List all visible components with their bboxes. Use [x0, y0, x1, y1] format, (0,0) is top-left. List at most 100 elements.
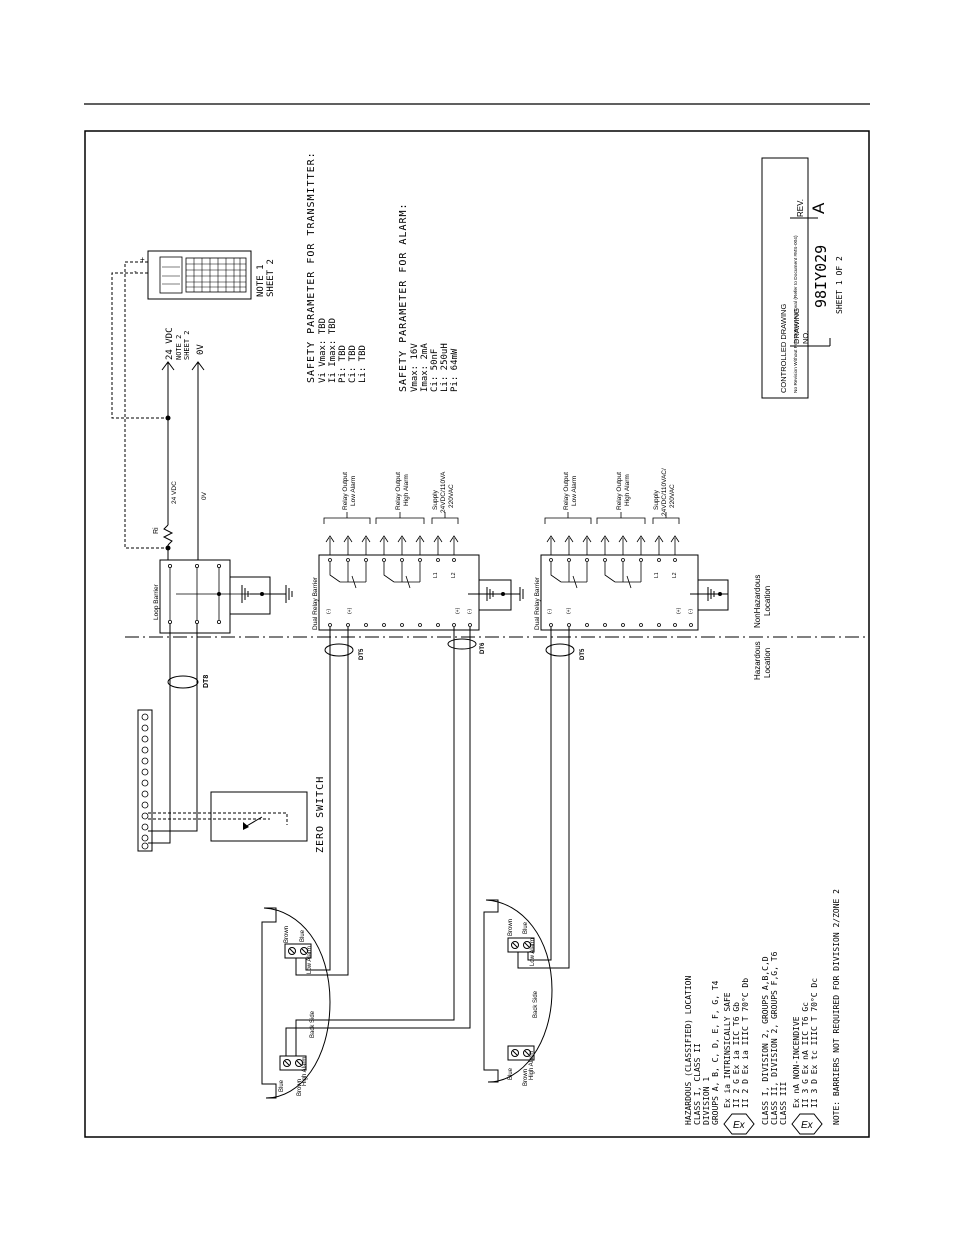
supply-24vdc-sheet: SHEET 2	[183, 330, 191, 360]
relay2-plus-b: (+)	[676, 607, 682, 614]
ground-symbol	[229, 576, 293, 615]
safety-transmitter-line: Vi Vmax: TBD	[318, 318, 328, 383]
sheet-number: SHEET 1 OF 2	[835, 256, 844, 314]
zero-switch: ZERO SWITCH	[148, 776, 326, 853]
hazard-note-line: GROUPS A, B, C, D, E, F, G, T4	[711, 980, 720, 1125]
alarm2-high-alarm-label: High Alarm	[529, 1051, 535, 1080]
div2-line: CLASS II, DIVISION 2, GROUPS F,G, T6	[770, 951, 779, 1125]
transmitter-plus: +	[140, 255, 145, 264]
cable-label-1: DT8	[203, 675, 210, 688]
division2-note: NOTE: BARRIERS NOT REQUIRED FOR DIVISION…	[832, 889, 841, 1125]
hazard-note-line: CLASS I, CLASS II	[693, 1043, 702, 1125]
alarm1-brown-label: Brown	[284, 926, 290, 943]
relay1-minus-b: (-)	[467, 609, 473, 614]
cable-shield	[545, 643, 575, 657]
cable-shield	[447, 638, 477, 650]
alarm1-blue-label: Blue	[300, 929, 306, 942]
alarm2-brown-label: Brown	[508, 919, 514, 936]
relay1-l1: L1	[433, 572, 439, 578]
zero-switch-label: ZERO SWITCH	[315, 776, 326, 853]
hazard-note-line: DIVISION 1	[702, 1077, 711, 1125]
ex-is-line: II 2 G Ex ia IIC T6 Gb	[732, 1002, 741, 1108]
relay1-high-label: Relay Output	[395, 472, 402, 510]
ex-atex-icon	[791, 1113, 823, 1135]
loop-barrier-hazard-wires	[148, 624, 198, 844]
nonhazardous-location-label-2: Location	[763, 586, 772, 616]
alarm2-blue-label: Blue	[523, 921, 529, 934]
drawing-no-label: DRAWING	[792, 308, 801, 344]
relay1-supply-label-2: 24VDC/110VA	[440, 471, 447, 513]
relay1-minus: (-)	[326, 609, 332, 614]
ex-n-title: Ex nA NON-INCENDIVE	[792, 1016, 801, 1108]
relay2-ground	[690, 579, 729, 611]
cable-shield	[324, 643, 354, 657]
relay2-supply-label: Supply	[653, 489, 660, 510]
drawing-frame	[84, 130, 870, 1138]
note1-sheet: SHEET 2	[266, 259, 276, 297]
safety-alarm-title: SAFETY PARAMETER FOR ALARM:	[398, 202, 409, 392]
safety-transmitter-title: SAFETY PARAMETER FOR TRANSMITTER:	[306, 151, 317, 383]
supply-24vdc-label: 24 VDC	[165, 327, 175, 360]
alarm1-low-alarm-label: Low Alarm	[307, 946, 313, 974]
ex-atex-icon	[723, 1113, 755, 1135]
relay2-high-label-2: High Alarm	[624, 474, 631, 506]
relay-barrier-2-label: Dual Relay Barrier	[534, 576, 541, 630]
safety-transmitter-line: Pi: TBD	[338, 345, 348, 383]
relay1-plus: (+)	[347, 607, 353, 614]
ri-label: Ri	[153, 527, 160, 534]
relay1-ground	[468, 579, 524, 611]
rev-label: REV.	[796, 199, 805, 217]
no-revision-note: No Revision Without Prior Agency Approva…	[793, 235, 799, 393]
relay-hazard-wires	[285, 627, 570, 1056]
cable-label-3: DT6	[480, 642, 486, 654]
ex-symbol-text: Ex	[801, 1120, 814, 1131]
transmitter-minus: -	[134, 267, 137, 276]
safety-transmitter-line: Ci: TBD	[348, 345, 358, 383]
title-block: CONTROLLED DRAWING No Revision Without P…	[761, 157, 844, 399]
rev-value: A	[809, 202, 828, 214]
alarm1-high-alarm-label: High Alarm	[302, 1057, 308, 1086]
relay1-supply-label-3: 220VAC	[448, 484, 455, 508]
ex-n-line: II 3 G Ex nA IIC T6 Gc	[801, 1002, 810, 1108]
supply-arrows	[161, 361, 205, 420]
ri-junction-dot	[165, 545, 171, 551]
relay-barrier-1-label: Dual Relay Barrier	[312, 576, 319, 630]
ex-symbol-text: Ex	[733, 1120, 746, 1131]
note1-label: NOTE 1	[256, 264, 266, 297]
relay1-plus-b: (+)	[455, 607, 461, 614]
relay2-minus-b: (-)	[688, 609, 694, 614]
controlled-drawing-label: CONTROLLED DRAWING	[779, 304, 788, 393]
loop-barrier-label: Loop Barrier	[153, 583, 160, 620]
relay2-l1: L1	[654, 572, 660, 578]
safety-parameters-alarm: SAFETY PARAMETER FOR ALARM: Vmax: 16V Im…	[398, 202, 460, 392]
relay2-plus: (+)	[566, 607, 572, 614]
hazardous-location-label: Hazardous	[753, 641, 762, 680]
dual-relay-barrier-1: Dual Relay Barrier (-) (+) (+) (-) L1 L2	[312, 471, 480, 631]
safety-alarm-line: Ci: 50nF	[430, 349, 440, 392]
loop-barrier: Loop Barrier	[153, 559, 250, 634]
cable-label-4: DT5	[580, 648, 586, 660]
relay1-supply-label: Supply	[432, 489, 439, 510]
supply-24vdc-note: NOTE 2	[175, 335, 183, 360]
relay2-low-label: Relay Output	[563, 472, 570, 510]
cable-label-2: DT5	[359, 648, 365, 660]
drawing-no-label-2: NO.	[801, 331, 810, 344]
alarm2-brown-label-2: Brown	[523, 1069, 529, 1086]
ex-is-title: Ex ia INTRINSICALLY SAFE	[723, 992, 732, 1108]
alarm2-blue-label-2: Blue	[508, 1067, 514, 1080]
relay1-low-label: Relay Output	[342, 472, 349, 510]
alarm1-brown-label-2: Brown	[297, 1079, 303, 1096]
dual-relay-barrier-2: Dual Relay Barrier (-) (+) (+) (-) L1 L2	[534, 468, 699, 631]
relay2-supply-label-3: 220VAC	[669, 484, 676, 508]
relay1-high-label-2: High Alarm	[403, 474, 410, 506]
relay2-high-label: Relay Output	[616, 472, 623, 510]
ex-n-line: II 3 D Ex tc IIIC T 70°C Dc	[810, 978, 819, 1108]
alarm2-low-alarm-label: Low Alarm	[530, 938, 536, 966]
alarm2-back-side-label: Back Side	[533, 990, 539, 1018]
relay2-low-label-2: Low Alarm	[571, 476, 578, 506]
loop-supply-wires	[162, 418, 199, 560]
relay1-low-label-2: Low Alarm	[350, 476, 357, 506]
drawing-number: 98IY029	[812, 245, 830, 308]
terminal-strip	[137, 709, 153, 852]
